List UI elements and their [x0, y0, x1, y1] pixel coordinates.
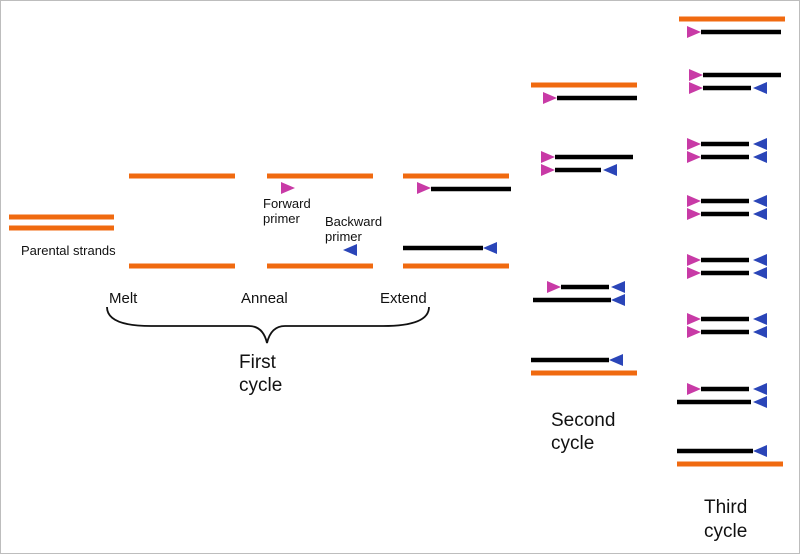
- parental-strands-label: Parental strands: [21, 243, 116, 258]
- backward-primer-label-line2: primer: [325, 229, 363, 244]
- forward-primer-icon: [687, 326, 701, 338]
- forward-primer-icon: [687, 151, 701, 163]
- forward-primer-icon: [687, 254, 701, 266]
- backward-primer-label-line1: Backward: [325, 214, 382, 229]
- forward-primer-icon: [541, 164, 555, 176]
- backward-primer-icon: [753, 383, 767, 395]
- backward-primer-icon: [603, 164, 617, 176]
- anneal-step: Forward primer Backward primer Anneal: [241, 173, 382, 307]
- forward-primer-icon: [687, 26, 701, 38]
- backward-primer-icon: [611, 294, 625, 306]
- third-cycle: Third cycle: [677, 16, 785, 542]
- extend-step: Extend: [380, 173, 511, 307]
- forward-primer-icon: [687, 313, 701, 325]
- forward-primer-icon: [547, 281, 561, 293]
- forward-primer-icon: [689, 82, 703, 94]
- first-cycle-label-line1: First: [239, 352, 277, 373]
- backward-primer-icon: [753, 195, 767, 207]
- backward-primer-icon: [483, 242, 497, 254]
- forward-primer-icon: [541, 151, 555, 163]
- backward-primer-icon: [753, 82, 767, 94]
- third-cycle-label-line2: cycle: [704, 521, 747, 542]
- backward-primer-icon: [611, 281, 625, 293]
- second-cycle-label-line1: Second: [551, 410, 615, 431]
- second-cycle: Second cycle: [531, 82, 637, 454]
- backward-primer-icon: [753, 151, 767, 163]
- backward-primer-icon: [753, 396, 767, 408]
- backward-primer-icon: [753, 445, 767, 457]
- first-cycle-label-line2: cycle: [239, 375, 282, 396]
- forward-primer-icon: [543, 92, 557, 104]
- forward-primer-icon: [687, 195, 701, 207]
- forward-primer-label-line2: primer: [263, 211, 301, 226]
- forward-primer-icon: [687, 138, 701, 150]
- step-melt-label: Melt: [109, 290, 138, 307]
- third-cycle-label-line1: Third: [704, 497, 747, 518]
- forward-primer-icon: [689, 69, 703, 81]
- melt-step: Melt: [109, 173, 235, 307]
- forward-primer-label-line1: Forward: [263, 196, 311, 211]
- first-cycle-brace: [106, 306, 430, 344]
- backward-primer-icon: [753, 208, 767, 220]
- backward-primer-icon: [753, 254, 767, 266]
- first-cycle: Parental strands Melt Forward primer Bac…: [9, 173, 511, 396]
- forward-primer-icon: [417, 182, 431, 194]
- forward-primer-icon: [687, 383, 701, 395]
- backward-primer-icon: [753, 326, 767, 338]
- parental-duplex: Parental strands: [9, 214, 116, 258]
- forward-primer-icon: [687, 208, 701, 220]
- backward-primer-icon: [343, 244, 357, 256]
- step-extend-label: Extend: [380, 290, 427, 307]
- step-anneal-label: Anneal: [241, 290, 288, 307]
- forward-primer-icon: [281, 182, 295, 194]
- second-cycle-label-line2: cycle: [551, 433, 594, 454]
- backward-primer-icon: [609, 354, 623, 366]
- backward-primer-icon: [753, 313, 767, 325]
- forward-primer-icon: [687, 267, 701, 279]
- backward-primer-icon: [753, 267, 767, 279]
- backward-primer-icon: [753, 138, 767, 150]
